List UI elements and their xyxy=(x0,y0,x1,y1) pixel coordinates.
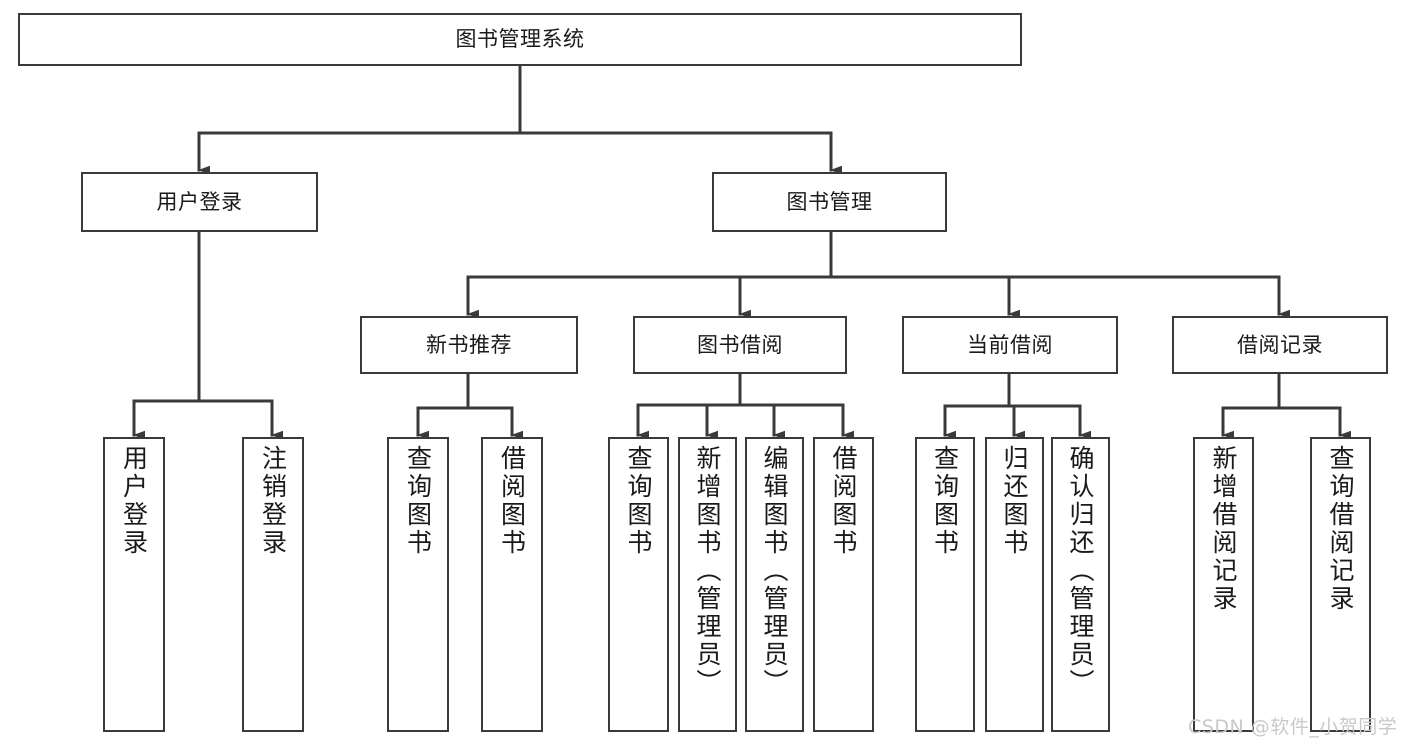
leaf-logout[interactable]: 注销登录 xyxy=(242,437,304,732)
node-new-book-recommend[interactable]: 新书推荐 xyxy=(360,316,578,374)
leaf-user-login[interactable]: 用户登录 xyxy=(103,437,165,732)
leaf-borrow-book[interactable]: 借阅图书 xyxy=(813,437,874,732)
leaf-borrow-query-book-label: 查询图书 xyxy=(624,445,653,557)
leaf-return-book-label: 归还图书 xyxy=(1000,445,1029,557)
leaf-add-borrow-record[interactable]: 新增借阅记录 xyxy=(1193,437,1254,732)
watermark: CSDN @软件_小贺同学 xyxy=(1188,716,1398,738)
node-root-label: 图书管理系统 xyxy=(455,27,585,52)
node-current-borrow-label: 当前借阅 xyxy=(967,332,1053,357)
leaf-new-book-borrow-label: 借阅图书 xyxy=(497,445,527,557)
leaf-new-book-query[interactable]: 查询图书 xyxy=(387,437,449,732)
node-book-management[interactable]: 图书管理 xyxy=(712,172,947,232)
leaf-edit-book-admin[interactable]: 编辑图书（管理员） xyxy=(745,437,804,732)
leaf-return-book[interactable]: 归还图书 xyxy=(985,437,1044,732)
node-borrow-record-label: 借阅记录 xyxy=(1237,332,1323,357)
leaf-borrow-book-label: 借阅图书 xyxy=(829,445,858,557)
leaf-query-borrow-record-label: 查询借阅记录 xyxy=(1326,445,1355,613)
leaf-current-query-book-label: 查询图书 xyxy=(930,445,960,557)
node-user-login-label: 用户登录 xyxy=(156,189,243,214)
leaf-logout-label: 注销登录 xyxy=(258,445,288,557)
leaf-new-book-borrow[interactable]: 借阅图书 xyxy=(481,437,543,732)
node-borrow-record[interactable]: 借阅记录 xyxy=(1172,316,1388,374)
node-book-borrow[interactable]: 图书借阅 xyxy=(633,316,847,374)
leaf-add-book-admin[interactable]: 新增图书（管理员） xyxy=(678,437,737,732)
leaf-query-borrow-record[interactable]: 查询借阅记录 xyxy=(1310,437,1371,732)
leaf-edit-book-admin-label: 编辑图书（管理员） xyxy=(760,445,789,697)
node-book-borrow-label: 图书借阅 xyxy=(697,332,783,357)
node-user-login[interactable]: 用户登录 xyxy=(81,172,318,232)
leaf-user-login-label: 用户登录 xyxy=(119,445,149,557)
leaf-confirm-return-admin-label: 确认归还（管理员） xyxy=(1066,445,1095,697)
node-current-borrow[interactable]: 当前借阅 xyxy=(902,316,1118,374)
leaf-add-borrow-record-label: 新增借阅记录 xyxy=(1209,445,1238,613)
node-new-book-recommend-label: 新书推荐 xyxy=(426,332,512,357)
leaf-add-book-admin-label: 新增图书（管理员） xyxy=(693,445,722,697)
leaf-current-query-book[interactable]: 查询图书 xyxy=(915,437,975,732)
node-book-management-label: 图书管理 xyxy=(786,189,873,214)
leaf-borrow-query-book[interactable]: 查询图书 xyxy=(608,437,669,732)
node-root[interactable]: 图书管理系统 xyxy=(18,13,1022,66)
leaf-confirm-return-admin[interactable]: 确认归还（管理员） xyxy=(1051,437,1110,732)
leaf-new-book-query-label: 查询图书 xyxy=(403,445,433,557)
